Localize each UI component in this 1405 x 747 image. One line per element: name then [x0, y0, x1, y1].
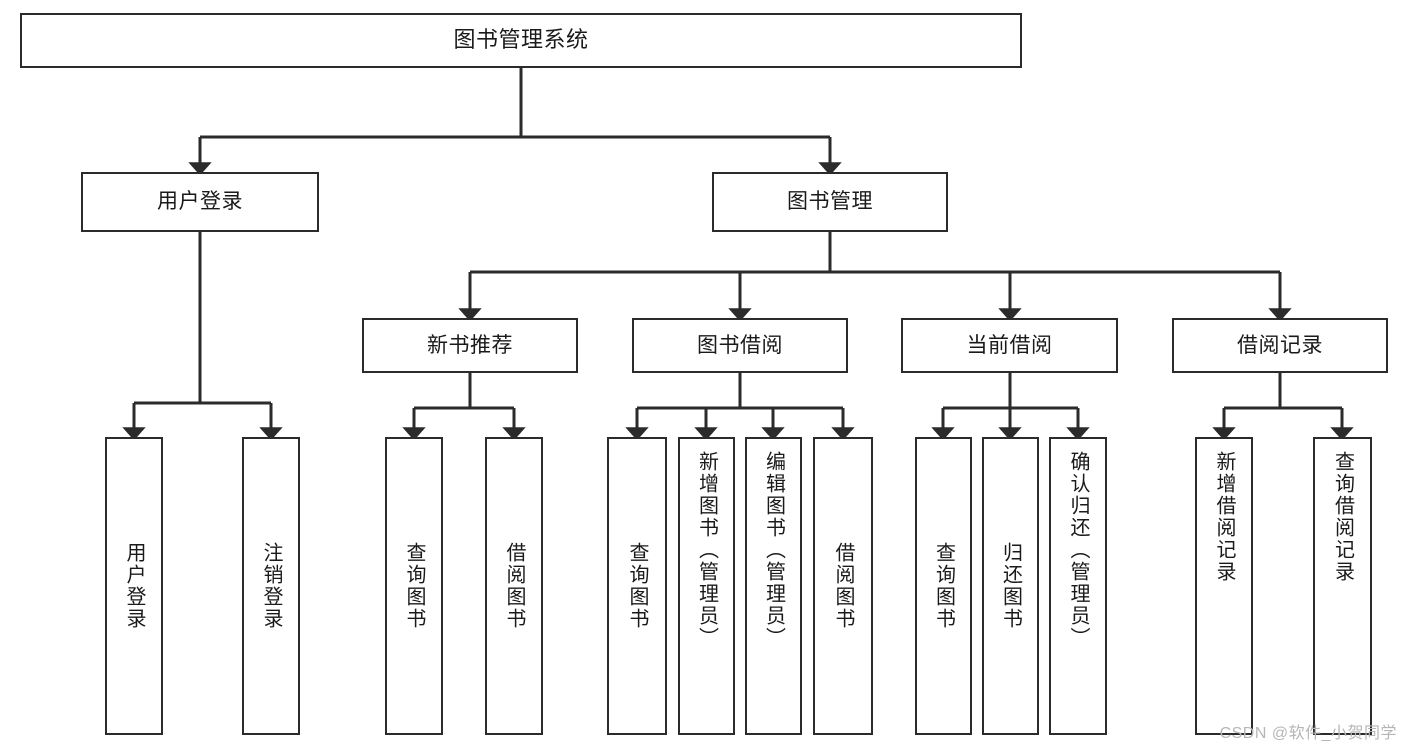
node-leaf-user-login[interactable]: 用户登录	[105, 437, 163, 735]
connector-paths	[122, 68, 1354, 441]
node-label: 用户登录	[157, 190, 243, 214]
node-new-book-rec[interactable]: 新书推荐	[362, 318, 578, 373]
node-borrow-record[interactable]: 借阅记录	[1172, 318, 1388, 373]
node-leaf-return-book[interactable]: 归还图书	[982, 437, 1039, 735]
node-label: 编辑图书（管理员）	[762, 451, 785, 649]
node-leaf-confirm-return[interactable]: 确认归还（管理员）	[1049, 437, 1107, 735]
node-leaf-add-book[interactable]: 新增图书（管理员）	[678, 437, 735, 735]
node-label: 借阅图书	[503, 542, 525, 630]
node-label: 归还图书	[999, 542, 1022, 630]
node-leaf-add-record[interactable]: 新增借阅记录	[1195, 437, 1253, 735]
node-label: 查询图书	[626, 542, 648, 630]
node-leaf-query-book-cb[interactable]: 查询图书	[915, 437, 972, 735]
node-label: 注销登录	[260, 542, 282, 630]
node-label: 新书推荐	[427, 333, 513, 357]
node-leaf-logout[interactable]: 注销登录	[242, 437, 300, 735]
node-label: 图书借阅	[697, 333, 783, 357]
node-label: 查询图书	[932, 542, 955, 630]
node-leaf-borrow-book-rec[interactable]: 借阅图书	[485, 437, 543, 735]
node-label: 查询借阅记录	[1331, 451, 1354, 583]
node-book-manage[interactable]: 图书管理	[712, 172, 948, 232]
node-leaf-edit-book[interactable]: 编辑图书（管理员）	[745, 437, 802, 735]
node-label: 图书管理	[787, 190, 873, 214]
node-book-borrow[interactable]: 图书借阅	[632, 318, 848, 373]
node-label: 借阅图书	[832, 542, 854, 630]
node-label: 借阅记录	[1237, 333, 1323, 357]
node-leaf-query-book-rec[interactable]: 查询图书	[385, 437, 443, 735]
node-label: 新增图书（管理员）	[695, 451, 718, 649]
node-current-borrow[interactable]: 当前借阅	[901, 318, 1118, 373]
node-root[interactable]: 图书管理系统	[20, 13, 1022, 68]
node-label: 确认归还（管理员）	[1067, 451, 1089, 649]
node-label: 查询图书	[403, 542, 425, 630]
node-label: 用户登录	[123, 542, 145, 630]
node-label: 图书管理系统	[453, 27, 589, 53]
node-user-login[interactable]: 用户登录	[81, 172, 319, 232]
node-leaf-query-book-bb[interactable]: 查询图书	[607, 437, 667, 735]
node-label: 新增借阅记录	[1213, 451, 1235, 583]
node-label: 当前借阅	[966, 333, 1053, 357]
node-leaf-borrow-book-bb[interactable]: 借阅图书	[813, 437, 873, 735]
node-leaf-query-record[interactable]: 查询借阅记录	[1313, 437, 1372, 735]
watermark-text: CSDN @软件_小贺同学	[1219, 725, 1397, 742]
